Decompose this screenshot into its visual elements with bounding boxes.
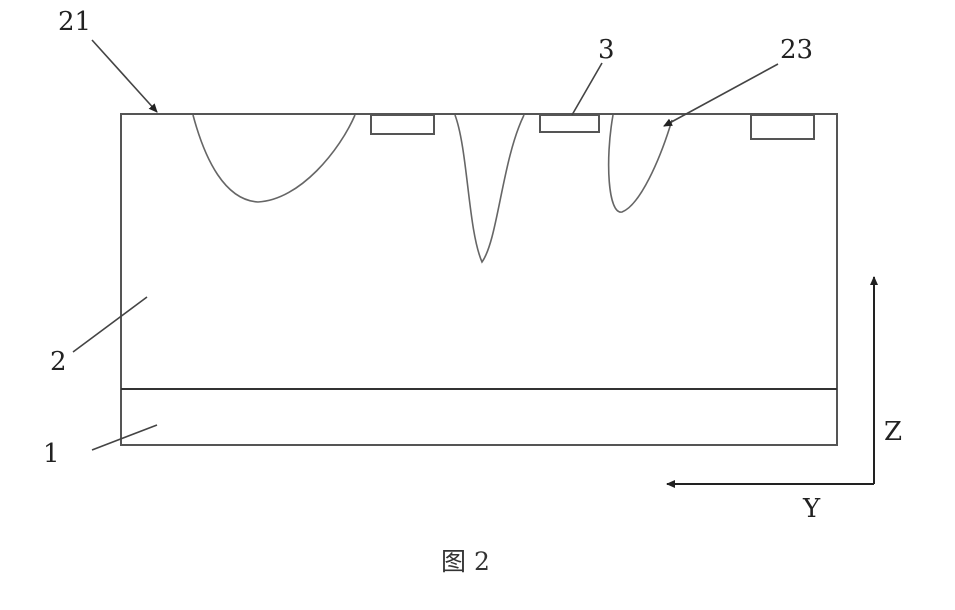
label-1: 1 — [43, 439, 60, 469]
device-body-outline — [121, 114, 837, 445]
axis-label-z: Z — [884, 417, 902, 447]
label-21: 21 — [58, 7, 91, 37]
doped-region-23 — [609, 115, 672, 212]
leader-arrow-21 — [92, 40, 157, 112]
electrode-right — [751, 115, 814, 139]
axis-label-y: Y — [802, 494, 821, 524]
leader-line-1 — [92, 425, 157, 450]
leader-line-3 — [572, 63, 602, 115]
leader-arrow-23 — [664, 64, 778, 126]
leader-line-2 — [73, 297, 147, 352]
label-2: 2 — [50, 347, 67, 377]
label-3: 3 — [598, 35, 615, 65]
electrode-center — [540, 115, 599, 132]
label-23: 23 — [780, 35, 813, 65]
doped-region-21 — [193, 115, 355, 202]
doped-region-middle — [455, 115, 524, 262]
figure-caption: 图 2 — [441, 547, 490, 576]
electrode-left — [371, 115, 434, 134]
